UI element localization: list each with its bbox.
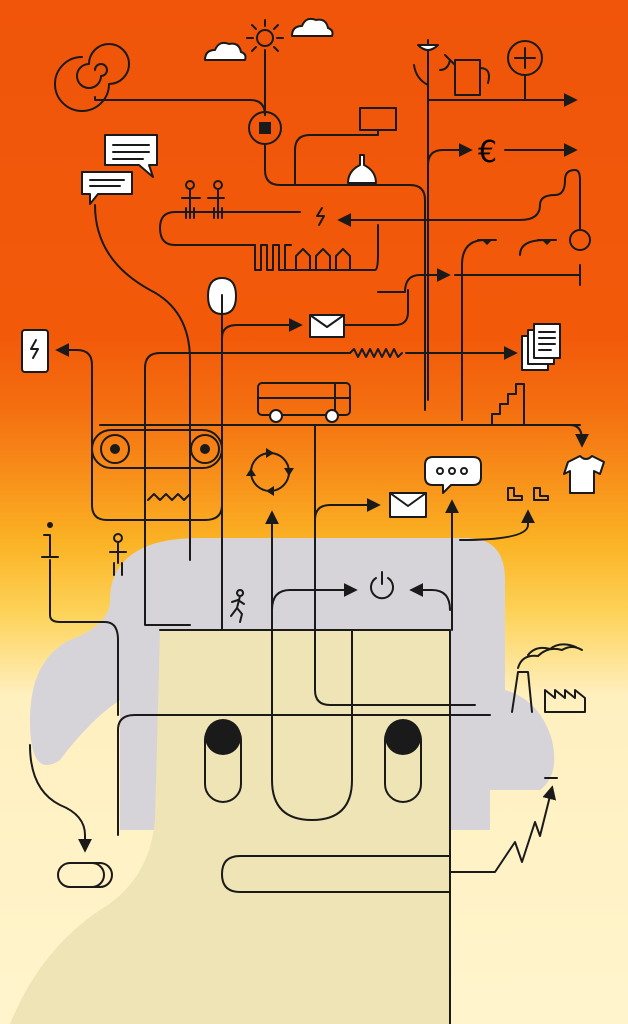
- lightning-icon: [316, 207, 325, 226]
- person-icon: [109, 533, 127, 576]
- watering-can-icon: [444, 54, 490, 96]
- info-icon: [41, 522, 59, 558]
- power-icon: [370, 571, 394, 600]
- baby-bottle-icon: [347, 154, 377, 184]
- face: [10, 630, 450, 1024]
- nose: [271, 519, 353, 821]
- right-eye: [384, 719, 422, 803]
- flower-icon: [417, 44, 439, 51]
- pendulum-icon: [569, 229, 591, 251]
- cloud-icon: [204, 41, 247, 61]
- rising-graph-arrow: [449, 785, 557, 873]
- factory-icon: [511, 643, 586, 713]
- sun-icon: [246, 19, 284, 57]
- left-eye: [204, 719, 242, 803]
- houses-icon: [284, 224, 379, 271]
- heater-coil-icon: [254, 244, 292, 271]
- envelope-icon: [309, 314, 345, 338]
- toggle-pill-icon: [57, 862, 113, 888]
- running-person-icon: [230, 589, 245, 623]
- bus-icon: [257, 382, 351, 423]
- conveyor-belt-icon: [91, 429, 223, 521]
- refresh-cycle-icon: [246, 448, 294, 496]
- cloud-icon: [291, 17, 334, 37]
- spring-icon: [349, 348, 403, 358]
- chat-dots-icon: [424, 456, 482, 494]
- people-handshake-icon: [181, 180, 225, 219]
- envelope-icon: [389, 492, 427, 518]
- mouth: [221, 855, 451, 893]
- bar-chart-icon: [491, 383, 525, 425]
- boots-icon: [507, 487, 549, 501]
- face-outline: [117, 629, 491, 1024]
- charging-phone-icon: [21, 329, 49, 373]
- documents-icon: [521, 323, 561, 371]
- euro-icon: €: [478, 135, 497, 170]
- t-shirt-icon: [563, 455, 605, 494]
